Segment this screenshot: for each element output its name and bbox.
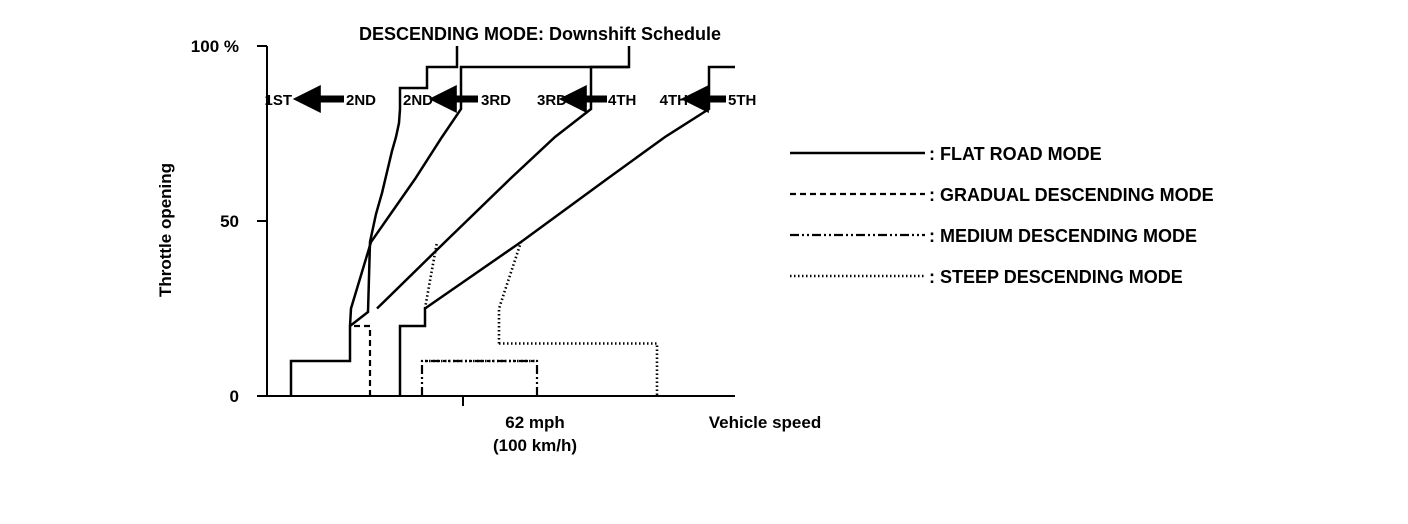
legend-label-gradual: : GRADUAL DESCENDING MODE — [929, 185, 1214, 205]
y-tick-label: 100 % — [191, 37, 239, 56]
gear-to-label: 4TH — [660, 92, 688, 109]
gear-labels: 1ST 2ND 2ND 3RD 3RD 4TH 4TH 5TH — [264, 85, 756, 113]
x-marker-label-line2: (100 km/h) — [493, 436, 577, 455]
series-line-medium — [420, 359, 539, 396]
gear-from-label: 4TH — [608, 92, 636, 109]
series-line-flat — [348, 46, 631, 327]
y-tick-label: 50 — [220, 212, 239, 231]
series-line-steep — [423, 241, 439, 309]
series-line-flat — [398, 65, 735, 396]
series-line-steep — [499, 342, 659, 396]
gear-from-label: 5TH — [728, 92, 756, 109]
y-axis-label: Throttle opening — [156, 163, 175, 297]
gear-to-label: 3RD — [537, 92, 567, 109]
y-tick-label: 0 — [230, 387, 239, 406]
chart-title: DESCENDING MODE: Downshift Schedule — [359, 24, 721, 44]
gear-from-label: 2ND — [346, 92, 376, 109]
legend-label-flat: : FLAT ROAD MODE — [929, 144, 1102, 164]
series-line-steep — [497, 241, 523, 344]
gear-to-label: 2ND — [403, 92, 433, 109]
gear-to-label: 1ST — [264, 92, 292, 109]
y-axis-ticks: 0 50 100 % — [191, 37, 267, 406]
gear-from-label: 3RD — [481, 92, 511, 109]
axes — [266, 46, 735, 406]
x-marker-label-line1: 62 mph — [505, 413, 565, 432]
legend-label-steep: : STEEP DESCENDING MODE — [929, 267, 1183, 287]
x-axis-label: Vehicle speed — [709, 413, 821, 432]
series-group — [289, 46, 735, 396]
legend-label-medium: : MEDIUM DESCENDING MODE — [929, 226, 1197, 246]
legend: : FLAT ROAD MODE : GRADUAL DESCENDING MOD… — [790, 144, 1214, 287]
series-line-flat — [376, 65, 629, 310]
series-line-gradual — [350, 324, 372, 396]
